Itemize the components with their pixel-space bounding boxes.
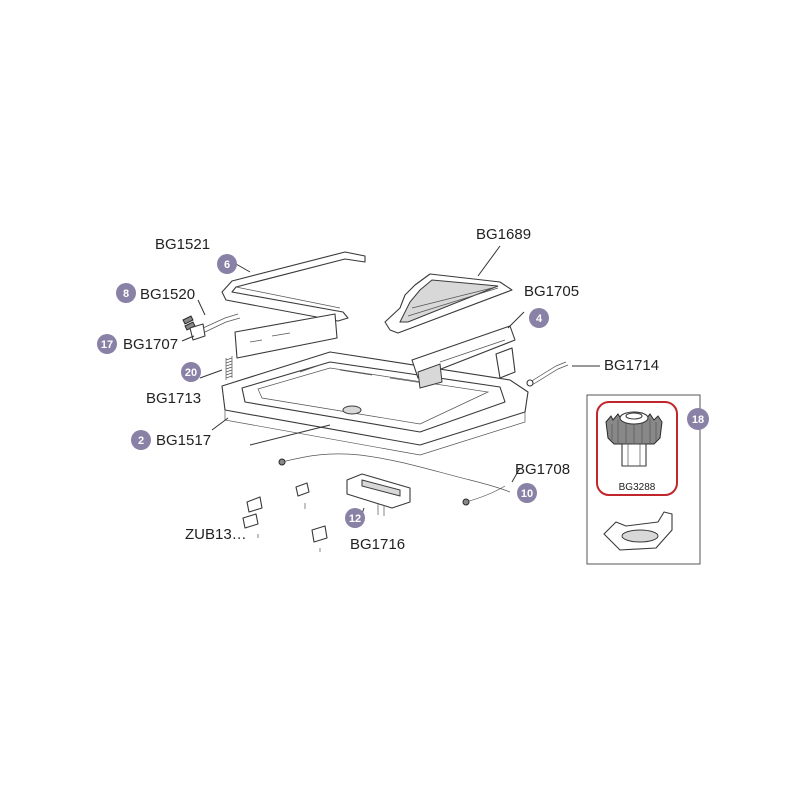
part-label: BG1689 — [476, 226, 531, 243]
part-label: BG1708 — [515, 461, 570, 478]
crank-housing-part-bg1716[interactable] — [346, 473, 411, 516]
part-label: BG1521 — [155, 236, 210, 253]
part-label: BG1716 — [350, 536, 405, 553]
callout-bg1714[interactable]: BG1714 — [604, 357, 659, 374]
clip-part-bg1520[interactable] — [182, 315, 196, 331]
gear-part-bg3288[interactable] — [605, 411, 663, 467]
badge-circle — [116, 283, 136, 303]
spring-part-bg1713[interactable] — [225, 356, 233, 380]
small-bracket-parts[interactable] — [242, 482, 328, 552]
inset-part-label: BG3288 — [619, 482, 656, 493]
hinge-plate-part[interactable] — [234, 313, 338, 359]
blind-cassette-part[interactable] — [384, 273, 513, 334]
badge-circle — [131, 430, 151, 450]
badge-number: 8 — [123, 288, 129, 300]
badge-number: 10 — [521, 488, 533, 500]
badge-number: 17 — [101, 339, 113, 351]
main-frame-part[interactable] — [221, 351, 529, 456]
callout-bg1713[interactable]: 20 BG1713 — [146, 362, 201, 407]
badge-circle — [97, 334, 117, 354]
part-label: ZUB13… — [185, 526, 247, 543]
badge-number: 2 — [138, 435, 144, 447]
part-label: BG1714 — [604, 357, 659, 374]
part-label: BG1517 — [156, 432, 211, 449]
badge-number: 20 — [185, 367, 197, 379]
clip-piece-part[interactable] — [603, 511, 673, 551]
detail-inset-panel: 18 BG3288 — [586, 394, 709, 565]
badge-circle — [529, 308, 549, 328]
lift-mechanism-part-bg1705[interactable] — [411, 325, 516, 389]
highlight-box[interactable] — [596, 401, 678, 496]
callout-zub13[interactable]: ZUB13… — [185, 526, 247, 543]
hinge-arm-part-bg1707[interactable] — [189, 313, 241, 341]
leader-lines — [181, 245, 600, 521]
inset-badge-number: 18 — [692, 414, 704, 426]
part-label: BG1705 — [524, 283, 579, 300]
badge-circle — [345, 508, 365, 528]
callout-bg1716[interactable]: 12 BG1716 — [345, 508, 405, 553]
badge-circle — [517, 483, 537, 503]
badge-circle — [217, 254, 237, 274]
part-label: BG1520 — [140, 286, 195, 303]
callout-bg1520[interactable]: 8 BG1520 — [116, 283, 195, 303]
callout-bg1521[interactable]: BG1521 6 — [155, 236, 237, 274]
badge-circle — [181, 362, 201, 382]
callout-bg1708[interactable]: BG1708 10 — [515, 461, 570, 503]
inset-badge-circle — [687, 408, 709, 430]
part-label: BG1707 — [123, 336, 178, 353]
part-label: BG1713 — [146, 390, 201, 407]
seal-frame-part[interactable] — [221, 251, 366, 322]
rod-part-bg1714[interactable] — [526, 361, 569, 387]
callout-bg1705[interactable]: BG1705 4 — [524, 283, 579, 328]
callout-bg1707[interactable]: 17 BG1707 — [97, 334, 178, 354]
badge-number: 4 — [536, 313, 543, 325]
callout-bg1689[interactable]: BG1689 — [476, 226, 531, 243]
badge-number: 12 — [349, 513, 361, 525]
badge-number: 6 — [224, 259, 230, 271]
callout-bg1517[interactable]: 2 BG1517 — [131, 430, 211, 450]
cable-part-bg1708[interactable] — [278, 453, 511, 506]
